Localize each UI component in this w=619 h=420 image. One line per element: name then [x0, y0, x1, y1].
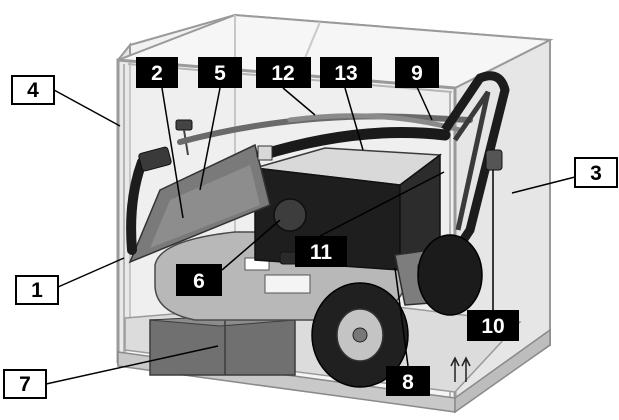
callout-2-label: 2 — [151, 62, 163, 85]
callout-13: 13 — [320, 57, 372, 88]
leader-3 — [511, 176, 576, 194]
leader-2 — [161, 87, 184, 219]
callout-7-label: 7 — [19, 373, 31, 396]
callout-1-label: 1 — [31, 279, 43, 302]
rear-wheel-back — [417, 234, 483, 316]
callout-2: 2 — [136, 57, 178, 88]
leader-6 — [221, 219, 281, 271]
callout-5-label: 5 — [214, 62, 226, 85]
engine-pulley — [273, 198, 307, 232]
handlebar-tube-main — [256, 127, 451, 161]
callout-6: 6 — [176, 264, 222, 296]
callouts: 1 2 3 4 5 6 7 8 — [3, 57, 618, 399]
callout-6-label: 6 — [193, 270, 205, 293]
leader-5 — [199, 87, 221, 191]
accessory-box — [149, 319, 296, 376]
handlebar-tube-grey — [287, 113, 463, 133]
leader-12 — [282, 87, 316, 116]
left-handle-grip — [126, 157, 147, 255]
leader-13 — [344, 87, 364, 151]
leader-1 — [57, 257, 125, 288]
leader-4 — [53, 89, 121, 127]
pallet-right — [454, 328, 551, 414]
inclined-panel-shade — [150, 165, 260, 248]
callout-3: 3 — [574, 157, 618, 188]
callout-1: 1 — [15, 275, 59, 305]
right-handle-frame-inner — [452, 90, 491, 231]
tube-clamp — [257, 145, 273, 161]
callout-12-label: 12 — [271, 62, 294, 85]
right-handle-frame — [426, 71, 510, 293]
leader-11 — [319, 171, 445, 237]
deck-label-plate — [264, 274, 311, 294]
lever-left — [175, 119, 193, 131]
leader-7 — [45, 345, 219, 385]
left-handle-head — [138, 146, 172, 172]
right-lever — [485, 149, 503, 171]
callout-9: 9 — [395, 57, 439, 88]
callout-3-label: 3 — [590, 162, 602, 185]
leader-lines — [45, 86, 576, 385]
leader-8 — [394, 267, 409, 367]
callout-8: 8 — [386, 366, 430, 396]
callout-4-label: 4 — [27, 79, 39, 102]
callout-8-label: 8 — [402, 371, 414, 394]
leader-9 — [416, 86, 433, 121]
callout-9-label: 9 — [411, 62, 423, 85]
callout-5: 5 — [198, 57, 242, 88]
callout-10: 10 — [467, 310, 519, 341]
callout-7: 7 — [3, 369, 47, 399]
callout-13-label: 13 — [334, 62, 357, 85]
callout-4: 4 — [11, 75, 55, 105]
callout-11-label: 11 — [310, 241, 333, 264]
callout-12: 12 — [256, 57, 311, 88]
this-way-up-arrows — [450, 356, 471, 382]
callout-10-label: 10 — [481, 315, 504, 338]
callout-11: 11 — [295, 236, 347, 267]
front-wheel-hub — [352, 327, 368, 343]
